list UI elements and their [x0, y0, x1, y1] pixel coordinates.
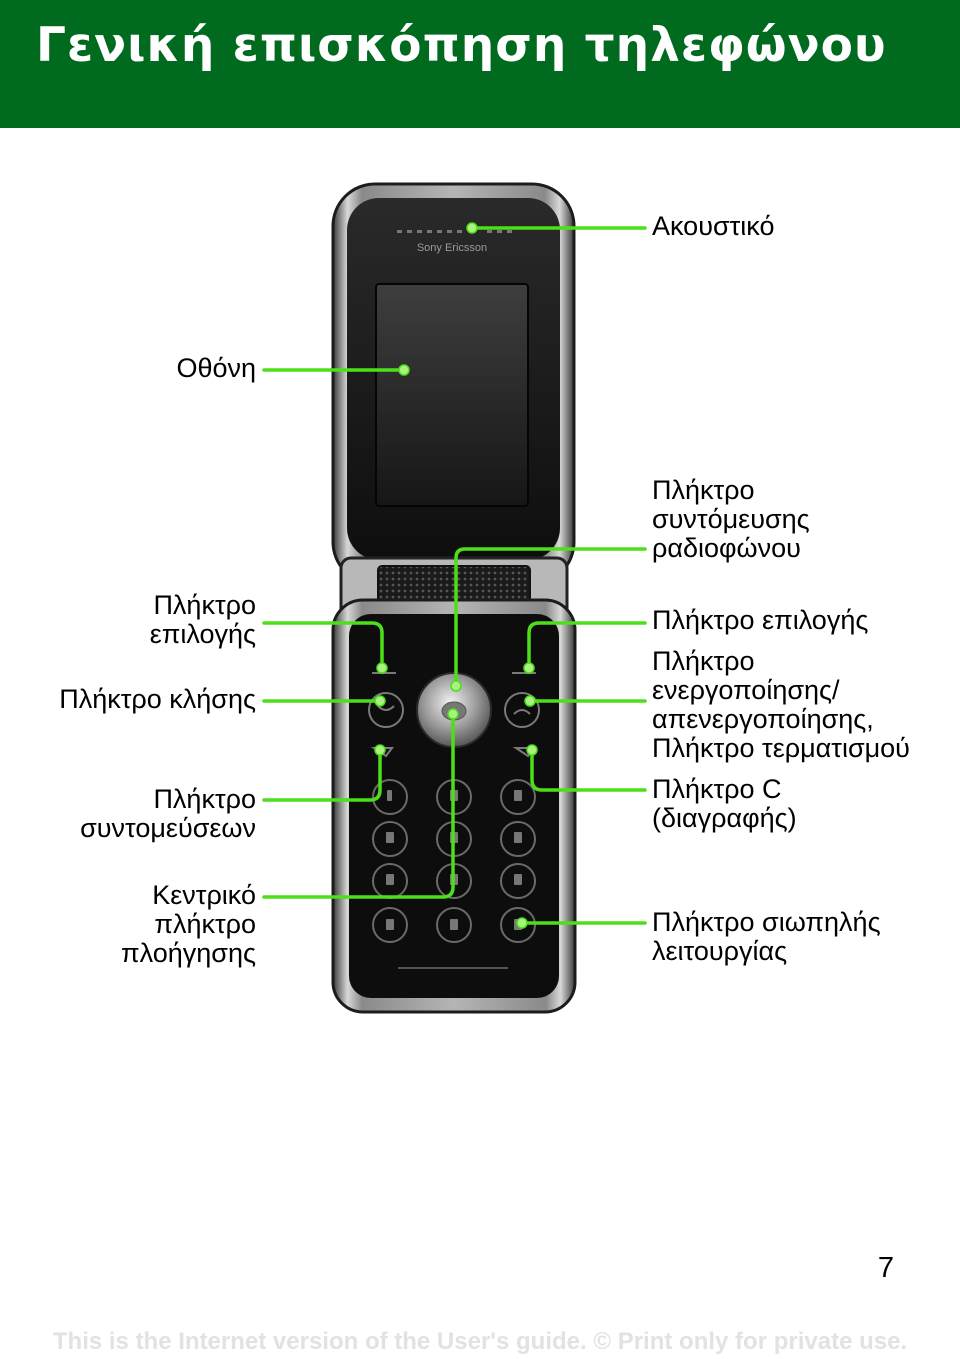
page-title: Γενική επισκόπηση τηλεφώνου: [36, 18, 887, 73]
label-nav-center-key: Κεντρικό πλήκτρο πλοήγησης: [121, 880, 256, 968]
label-onoff-end-key: Πλήκτρο ενεργοποίησης/ απενεργοποίησης, …: [652, 646, 910, 763]
callout-line-clear: [530, 748, 647, 792]
key-hash: [500, 907, 536, 943]
callout-dot-screen: [398, 364, 410, 376]
phone-upper-flip: Sony Ericsson: [331, 182, 576, 586]
callout-dot-radio: [450, 680, 462, 692]
callout-dot-call: [374, 695, 386, 707]
end-handset-icon: [513, 709, 531, 715]
callout-dot-clear: [526, 744, 538, 756]
label-shortcut-key: Πλήκτρο συντομεύσεων: [80, 784, 256, 843]
callout-dot-selection-left: [376, 662, 388, 674]
label-earpiece: Ακουστικό: [652, 211, 775, 241]
call-key: [368, 692, 404, 728]
key-4: [372, 821, 408, 857]
key-9: [500, 863, 536, 899]
label-silent-key: Πλήκτρο σιωπηλής λειτουργίας: [652, 907, 881, 966]
callout-dot-end: [524, 695, 536, 707]
callout-dot-nav-center: [447, 708, 459, 720]
callout-dot-selection-right: [523, 662, 535, 674]
label-selection-key-right: Πλήκτρο επιλογής: [652, 605, 869, 635]
label-screen: Οθόνη: [176, 353, 256, 383]
end-key: [504, 692, 540, 728]
label-selection-key-left: Πλήκτρο επιλογής: [149, 590, 256, 649]
earpiece-slots: [397, 230, 512, 233]
callout-line-selection-left: [262, 621, 384, 670]
callout-line-shortcut: [262, 748, 382, 802]
key-6: [500, 821, 536, 857]
key-0: [436, 907, 472, 943]
phone-screen: [375, 283, 529, 507]
callout-line-selection-right: [527, 621, 647, 670]
label-call-key: Πλήκτρο κλήσης: [59, 684, 256, 714]
call-handset-icon: [377, 705, 395, 711]
page-number: 7: [877, 1252, 894, 1284]
callout-line-radio: [454, 547, 647, 688]
label-clear-key: Πλήκτρο C (διαγραφής): [652, 774, 797, 833]
page-header: Γενική επισκόπηση τηλεφώνου: [0, 0, 960, 128]
callout-dot-shortcut: [374, 744, 386, 756]
brand-logo: Sony Ericsson: [417, 242, 487, 254]
label-radio-shortcut-key: Πλήκτρο συντόμευσης ραδιοφώνου: [652, 475, 810, 563]
callout-dot-silent: [516, 917, 528, 929]
callout-line-nav-center: [262, 712, 455, 899]
footer-notice: This is the Internet version of the User…: [52, 1328, 908, 1355]
callout-dot-earpiece: [466, 222, 478, 234]
key-1: [372, 779, 408, 815]
key-3: [500, 779, 536, 815]
key-star: [372, 907, 408, 943]
